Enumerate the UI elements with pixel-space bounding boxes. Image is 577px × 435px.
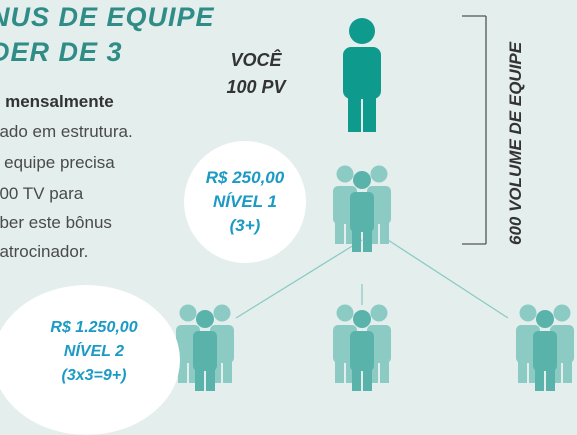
description-line-4: eber este bônus <box>0 213 112 232</box>
level2-amount: R$ 1.250,00 <box>50 319 138 336</box>
level2-group-icon-center <box>333 304 391 391</box>
level1-group-icon <box>333 165 391 252</box>
level1-level: NÍVEL 1 <box>213 192 277 211</box>
you-label: VOCÊ 100 PV <box>216 47 296 101</box>
level1-badge: R$ 250,00 NÍVEL 1 (3+) <box>184 141 306 263</box>
level2-badge-text: R$ 1.250,00 NÍVEL 2 (3x3=9+) <box>24 316 164 388</box>
level1-amount: R$ 250,00 <box>205 168 285 187</box>
level1-count: (3+) <box>229 216 261 235</box>
level2-badge <box>0 285 180 435</box>
description-heading: o mensalmente <box>0 92 114 111</box>
page-title-line-1: NUS DE EQUIPE <box>0 2 215 32</box>
you-pv-value: 100 PV <box>226 77 286 97</box>
description-line-1: eado em estrutura. <box>0 122 133 141</box>
team-structure-diagram <box>176 15 574 391</box>
level2-count: (3x3=9+) <box>61 367 127 384</box>
page-title-line-2: DER DE 3 <box>0 37 123 67</box>
volume-bracket <box>462 15 487 245</box>
team-volume-label: 600 VOLUME DE EQUIPE <box>506 41 525 245</box>
level2-level: NÍVEL 2 <box>63 343 125 360</box>
you-label-text: VOCÊ <box>230 50 282 70</box>
description-line-3: 600 TV para <box>0 184 84 203</box>
description-line-2: a equipe precisa <box>0 153 115 172</box>
connector-lines <box>235 239 509 319</box>
level2-group-icon-left <box>176 304 234 391</box>
you-person-icon <box>343 18 381 132</box>
description-line-5: patrocinador. <box>0 242 89 261</box>
level2-group-icon-right <box>516 304 574 391</box>
